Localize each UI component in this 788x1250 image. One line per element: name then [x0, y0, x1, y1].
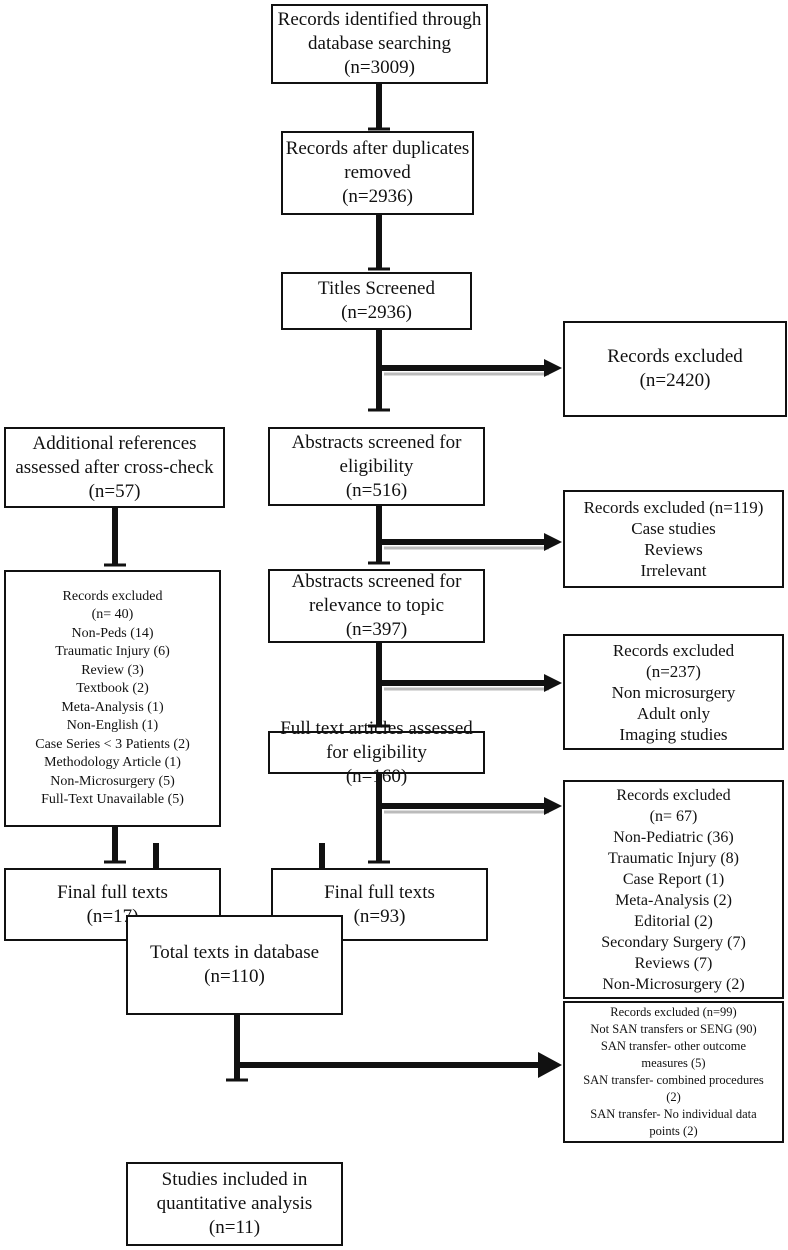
box-fulltext-eligibility: Full text articles assessed for eligibil… — [268, 718, 485, 787]
box-records-excluded-2420: Records excluded (n=2420) — [563, 321, 787, 417]
box-records-excluded-237: Records excluded (n=237) Non microsurger… — [563, 634, 784, 750]
box-records-excluded-99: Records excluded (n=99) Not SAN transfer… — [563, 1001, 784, 1143]
box-records-excluded-119: Records excluded (n=119) Case studies Re… — [563, 490, 784, 588]
box-total-texts: Total texts in database (n=110) — [126, 915, 343, 1015]
box-records-identified: Records identified through database sear… — [271, 4, 488, 84]
box-additional-references: Additional references assessed after cro… — [4, 427, 225, 508]
box-titles-screened: Titles Screened (n=2936) — [281, 272, 472, 330]
box-records-excluded-67: Records excluded (n= 67) Non-Pediatric (… — [563, 780, 784, 999]
box-abstracts-eligibility: Abstracts screened for eligibility (n=51… — [268, 427, 485, 506]
box-abstracts-relevance: Abstracts screened for relevance to topi… — [268, 569, 485, 643]
box-records-excluded-left-40: Records excluded (n= 40) Non-Peds (14) T… — [4, 570, 221, 827]
box-after-duplicates: Records after duplicates removed (n=2936… — [281, 131, 474, 215]
box-studies-included: Studies included in quantitative analysi… — [126, 1162, 343, 1246]
